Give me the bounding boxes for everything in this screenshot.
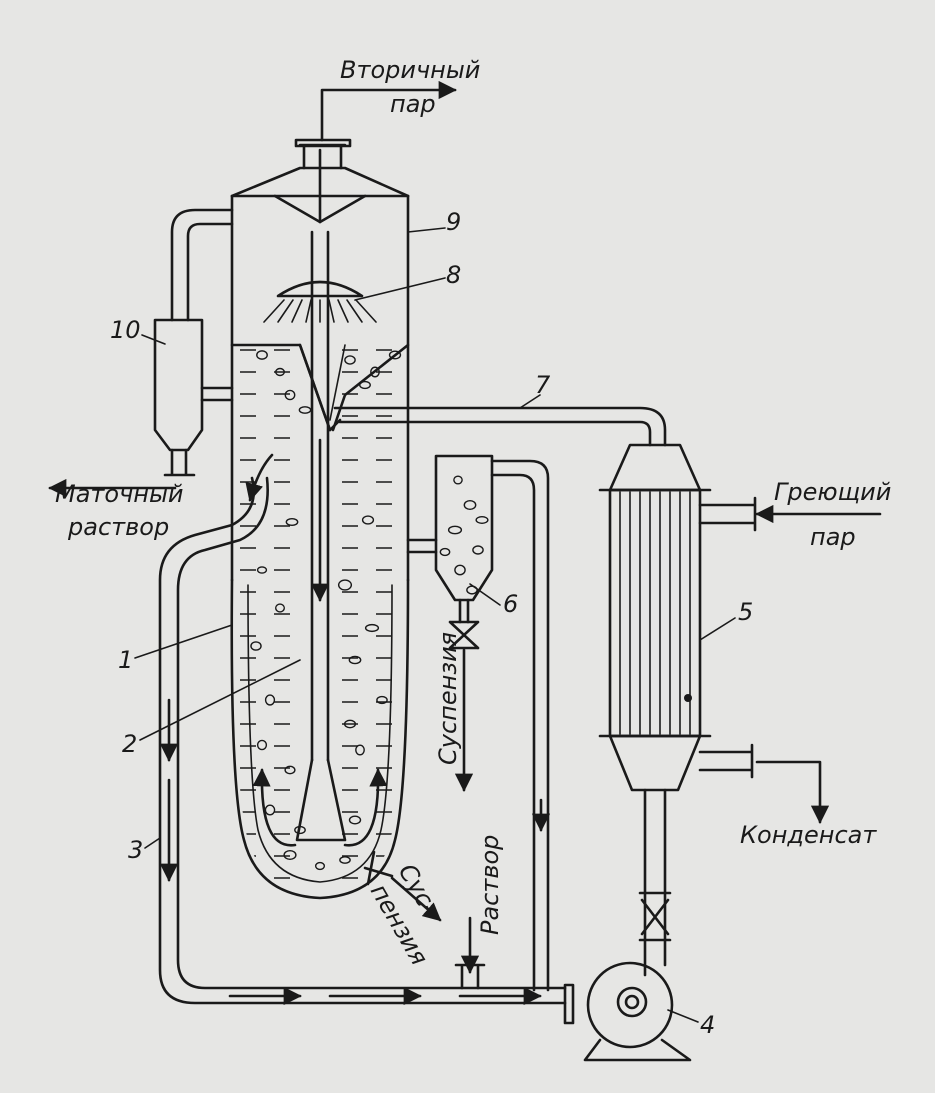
crystal-bubble [285, 517, 299, 527]
crystal-bubble [364, 623, 380, 633]
heater-to-pump-pipe [638, 788, 672, 977]
label-solution: Раствор [476, 835, 504, 935]
crystal-bubble [472, 545, 484, 555]
leader-lines [134, 227, 736, 1023]
crystal-bubble [359, 380, 371, 390]
vapor-outlet-nozzle [294, 138, 352, 170]
circulation-tube [295, 148, 347, 842]
crystal-bubble [343, 719, 357, 729]
spray-jet [346, 299, 363, 323]
crystal-bubble [337, 579, 353, 591]
number-10: 10 [110, 316, 141, 344]
crystal-bubble [314, 861, 326, 871]
upper-classifier-cone [230, 343, 410, 432]
crystal-bubble [284, 389, 296, 401]
crystal-bubble [284, 765, 296, 775]
spray-jet [305, 299, 312, 323]
crystal-bubble [355, 744, 365, 756]
label-condensate: Конденсат [740, 821, 877, 849]
number-4: 4 [700, 1011, 715, 1039]
label-mother-liquor-2: раствор [67, 513, 169, 541]
number-8: 8 [446, 261, 461, 289]
crystal-bubble [256, 350, 268, 360]
spray-jet [328, 299, 335, 323]
number-5: 5 [738, 598, 753, 626]
crystal-bubble [453, 475, 463, 485]
crystal-bubble [388, 350, 402, 360]
crystal-bubble [370, 366, 380, 378]
crystal-bubbles [250, 350, 489, 871]
number-9: 9 [446, 208, 461, 236]
circulation-pipe-7 [333, 406, 667, 447]
label-suspension-vertical: Суспензия [434, 632, 462, 765]
number-1: 1 [118, 646, 133, 674]
label-secondary-vapor: Вторичный [340, 56, 480, 84]
heat-exchanger-5 [598, 443, 757, 792]
external-stream-arrows [48, 80, 882, 824]
number-6: 6 [503, 590, 518, 618]
crystal-bubble [256, 739, 268, 751]
solution-inlet-nozzle [454, 916, 486, 990]
crystal-bubble [344, 355, 356, 365]
crystal-bubble [463, 500, 477, 510]
spray-jet [291, 299, 303, 323]
suspension-outlet [363, 850, 442, 922]
crystal-bubble [250, 641, 262, 651]
spray-jet [337, 299, 349, 323]
crystal-bubble [454, 564, 466, 576]
crystal-bubble [475, 516, 489, 524]
crystal-bubble [348, 815, 362, 825]
crystal-bubble [264, 804, 276, 816]
crystal-bubble [294, 825, 306, 835]
crystal-bubble [339, 856, 351, 864]
crystal-bubble [298, 406, 312, 414]
crystal-bubble [275, 367, 285, 377]
spray-jet [277, 299, 294, 323]
spray-distributor [263, 280, 377, 323]
crystal-bubble [348, 655, 362, 665]
label-heating-steam: Греющий [774, 478, 891, 506]
spray-jet [355, 299, 377, 323]
return-pipe-3 [158, 453, 567, 1006]
crystal-bubble [376, 695, 388, 705]
crystal-bubble [283, 849, 297, 861]
crystal-bubble [361, 515, 375, 525]
spray-jet [263, 299, 285, 323]
crystal-bubble [439, 547, 451, 557]
label-heating-steam-2: пар [810, 523, 856, 551]
crystal-bubble [447, 525, 463, 535]
number-3: 3 [128, 836, 143, 864]
crystal-bubble [256, 566, 268, 574]
number-2: 2 [122, 730, 137, 758]
crystal-bubble [264, 694, 276, 706]
number-7: 7 [535, 371, 551, 399]
bottom-flow-arrows [252, 768, 388, 847]
pump-4 [563, 961, 692, 1062]
label-secondary-vapor-2: пар [390, 90, 436, 118]
crystal-bubble [274, 603, 286, 613]
settler-6 [406, 454, 551, 992]
separator-10 [153, 208, 234, 477]
label-mother-liquor: Маточный [55, 480, 184, 508]
